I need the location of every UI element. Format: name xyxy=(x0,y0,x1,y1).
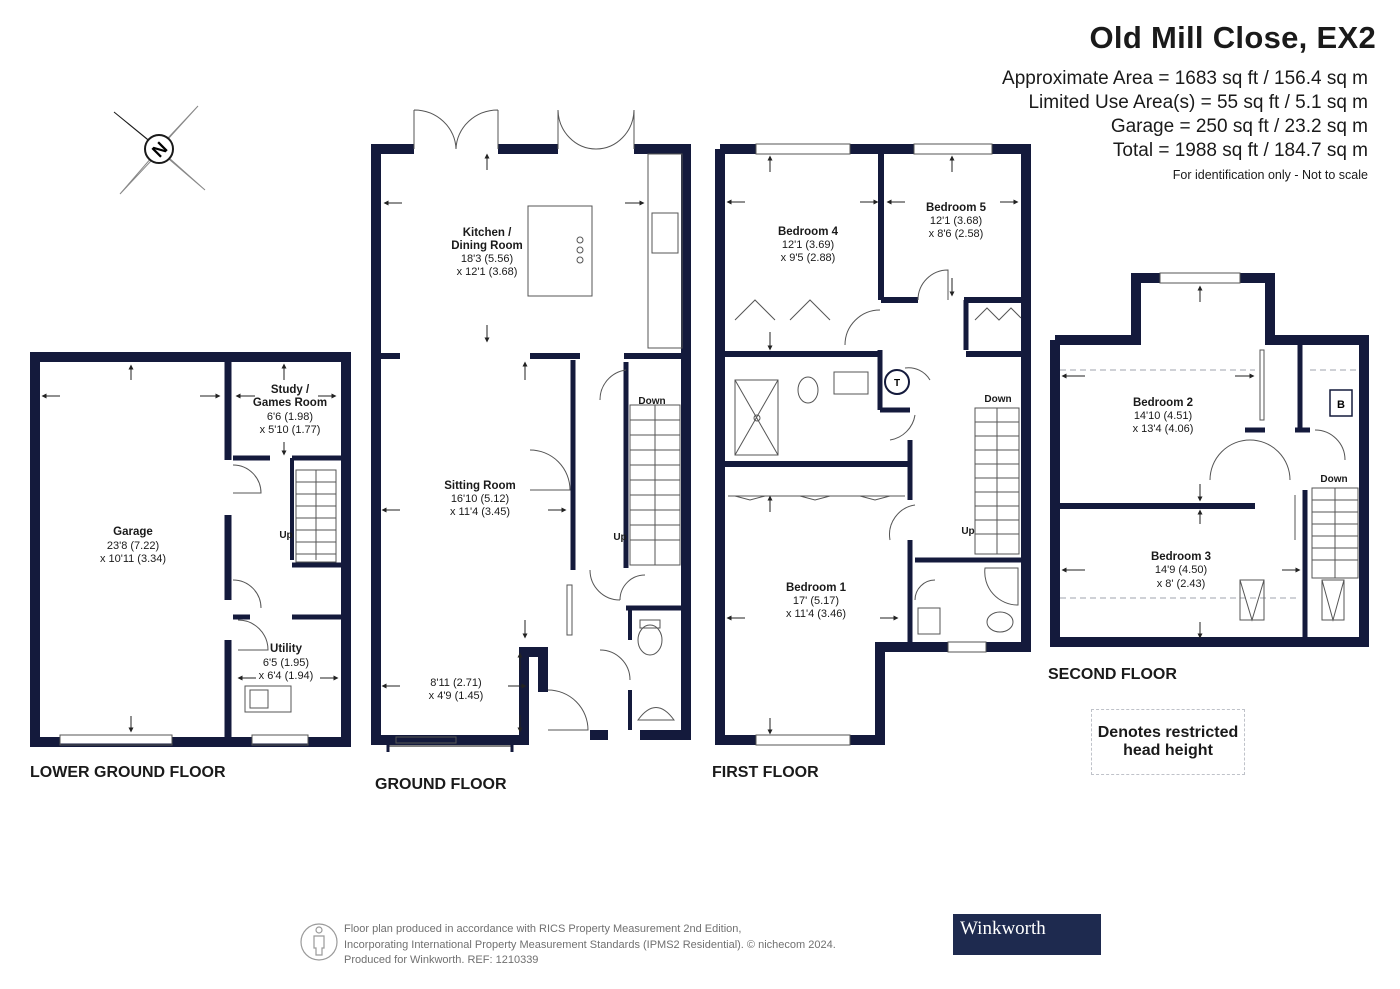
sitting-dim1: 16'10 (5.12) xyxy=(451,493,509,505)
boiler-symbol: B xyxy=(1337,399,1345,411)
person-icon xyxy=(300,923,338,961)
first-floor-plan xyxy=(715,143,1031,746)
f-stairs-up-label: Up xyxy=(961,526,974,537)
bedroom3-name: Bedroom 3 xyxy=(1151,551,1211,563)
garage-dim1: 23'8 (7.22) xyxy=(107,540,159,552)
bedroom4-dim2: x 9'5 (2.88) xyxy=(781,252,836,264)
lower-ground-floor-plan xyxy=(30,352,351,747)
kitchen-name1: Kitchen / xyxy=(463,227,512,239)
bedroom5-dim1: 12'1 (3.68) xyxy=(930,215,982,227)
s-stairs-down-label: Down xyxy=(1320,474,1347,485)
legend-line2: head height xyxy=(1123,742,1213,759)
compass-icon: N xyxy=(113,105,206,195)
second-floor-plan xyxy=(1050,272,1369,647)
bedroom4-name: Bedroom 4 xyxy=(778,226,839,238)
bedroom3-dim1: 14'9 (4.50) xyxy=(1155,564,1207,576)
identification-note: For identification only - Not to scale xyxy=(1172,168,1368,182)
garage-dim2: x 10'11 (3.34) xyxy=(100,553,166,565)
study-name1: Study / xyxy=(271,384,310,396)
bedroom3-dim2: x 8' (2.43) xyxy=(1157,578,1206,590)
tank-symbol: T xyxy=(894,378,900,389)
area-limited-use: Limited Use Area(s) = 55 sq ft / 5.1 sq … xyxy=(1028,92,1368,113)
footer-note: Floor plan produced in accordance with R… xyxy=(344,922,836,969)
footer-line3: Produced for Winkworth. REF: 1210339 xyxy=(344,954,539,966)
kitchen-name2: Dining Room xyxy=(451,240,523,252)
property-title: Old Mill Close, EX2 xyxy=(1089,20,1376,55)
sitting-name: Sitting Room xyxy=(444,480,516,492)
footer-line2: Incorporating International Property Mea… xyxy=(344,938,836,951)
bay-dim2: x 4'9 (1.45) xyxy=(429,690,484,702)
f-stairs-down-label: Down xyxy=(984,394,1011,405)
bedroom5-name: Bedroom 5 xyxy=(926,202,987,214)
area-approximate: Approximate Area = 1683 sq ft / 156.4 sq… xyxy=(1002,68,1368,89)
bedroom2-dim2: x 13'4 (4.06) xyxy=(1133,423,1194,435)
bedroom5-dim2: x 8'6 (2.58) xyxy=(929,228,984,240)
bedroom2-dim1: 14'10 (4.51) xyxy=(1134,410,1192,422)
sitting-dim2: x 11'4 (3.45) xyxy=(450,506,510,518)
area-summary: Approximate Area = 1683 sq ft / 156.4 sq… xyxy=(1002,67,1368,185)
restricted-height-legend: Denotes restricted head height xyxy=(1091,709,1245,775)
study-dim2: x 5'10 (1.77) xyxy=(260,424,321,436)
bedroom1-dim1: 17' (5.17) xyxy=(793,595,839,607)
bedroom4-dim1: 12'1 (3.69) xyxy=(782,239,834,251)
bedroom1-name: Bedroom 1 xyxy=(786,582,847,594)
footer-line1: Floor plan produced in accordance with R… xyxy=(344,923,742,935)
garage-name: Garage xyxy=(113,526,153,538)
second-floor-label: SECOND FLOOR xyxy=(1048,666,1177,683)
g-stairs-down-label: Down xyxy=(638,396,665,407)
area-garage: Garage = 250 sq ft / 23.2 sq m xyxy=(1110,116,1368,137)
bedroom1-dim2: x 11'4 (3.46) xyxy=(786,608,846,620)
first-floor-label: FIRST FLOOR xyxy=(712,764,819,781)
study-name2: Games Room xyxy=(253,397,327,409)
ground-floor-plan xyxy=(371,109,691,752)
legend-line1: Denotes restricted xyxy=(1097,724,1239,741)
lower-ground-floor-label: LOWER GROUND FLOOR xyxy=(30,764,226,781)
utility-dim1: 6'5 (1.95) xyxy=(263,657,309,669)
kitchen-dim1: 18'3 (5.56) xyxy=(461,253,513,265)
bedroom2-name: Bedroom 2 xyxy=(1133,397,1193,409)
g-stairs-up-label: Up xyxy=(613,532,626,543)
winkworth-logo: Winkworth xyxy=(953,914,1101,955)
lg-stairs-up-label: Up xyxy=(279,530,292,541)
kitchen-dim2: x 12'1 (3.68) xyxy=(457,266,518,278)
bay-dim1: 8'11 (2.71) xyxy=(430,677,481,689)
ground-floor-label: GROUND FLOOR xyxy=(375,776,507,793)
utility-dim2: x 6'4 (1.94) xyxy=(259,670,314,682)
utility-name: Utility xyxy=(270,643,303,655)
area-total: Total = 1988 sq ft / 184.7 sq m xyxy=(1112,140,1368,161)
study-dim1: 6'6 (1.98) xyxy=(267,411,313,423)
